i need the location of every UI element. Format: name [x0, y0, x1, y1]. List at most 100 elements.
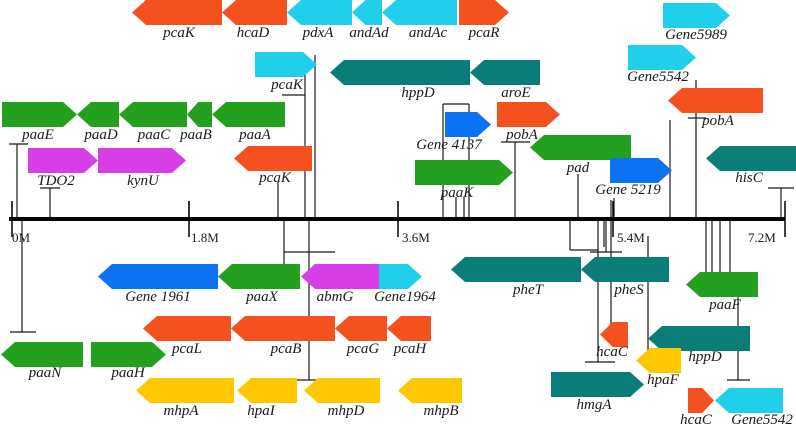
axis-tick-label: 1.8M	[191, 230, 219, 245]
connector-lines	[9, 55, 794, 381]
gene-label: paaB	[179, 127, 212, 143]
gene-label: pobA	[505, 127, 539, 143]
gene-arrow	[706, 146, 796, 171]
gene-label: andAd	[349, 25, 389, 41]
gene-label: andAc	[409, 25, 448, 41]
gene-label: Gene 1961	[125, 289, 190, 305]
gene-arrow	[98, 148, 186, 173]
gene-arrow	[287, 0, 352, 25]
axis-tick-label: 0M	[12, 230, 31, 245]
gene-label: pcaK	[258, 170, 292, 186]
gene-arrow	[352, 0, 382, 25]
gene-label: hpaI	[247, 403, 276, 419]
gene-label: pheT	[512, 282, 545, 298]
gene-label: hcaD	[237, 25, 270, 41]
gene-arrow	[231, 316, 335, 341]
gene-label: aroE	[501, 85, 530, 101]
gene-arrow	[212, 102, 285, 127]
gene-arrow	[415, 160, 513, 185]
gene-arrow	[304, 378, 380, 403]
gene-label: pcaK	[270, 77, 304, 93]
gene-arrow	[77, 102, 119, 127]
gene-label: paaE	[21, 127, 54, 143]
gene-arrow	[551, 372, 644, 397]
gene-arrow	[237, 378, 297, 403]
gene-label: paaH	[110, 365, 146, 381]
gene-label: Gene 4137	[416, 137, 483, 153]
gene-label: hppD	[688, 349, 722, 365]
gene-arrow	[636, 348, 681, 373]
gene-arrow	[451, 257, 581, 282]
gene-label: hmgA	[577, 397, 613, 413]
gene-label: Gene5542	[731, 412, 793, 428]
gene-arrow	[301, 264, 379, 289]
gene-arrow	[330, 60, 470, 85]
gene-label: pcaL	[171, 341, 202, 357]
gene-arrow	[530, 135, 631, 160]
gene-arrow	[600, 322, 628, 347]
gene-label: mhpD	[328, 403, 365, 419]
gene-label: paaF	[708, 297, 742, 313]
gene-label: pcaG	[346, 341, 380, 357]
gene-label: pobA	[701, 113, 735, 129]
axis-tick-label: 3.6M	[402, 230, 430, 245]
gene-arrow	[398, 378, 462, 403]
gene-label: Gene5989	[665, 27, 727, 43]
gene-label: pcaB	[270, 341, 302, 357]
gene-arrow	[132, 0, 222, 25]
gene-arrows	[1, 0, 796, 413]
gene-labels: pcaK hcaD pdxA andAd andAc pcaR Gene5989Gene55…	[21, 25, 793, 428]
gene-label: Gene5542	[627, 69, 689, 85]
gene-label: pdxA	[302, 25, 335, 41]
gene-label: paaX	[245, 289, 279, 305]
gene-arrow	[459, 0, 509, 25]
gene-label: paaK	[440, 185, 475, 201]
axis-tick-label: 5.4M	[617, 230, 645, 245]
gene-arrow	[379, 264, 422, 289]
gene-arrow	[255, 52, 317, 77]
axis-tick-label: 7.2M	[748, 230, 776, 245]
gene-arrow	[28, 148, 98, 173]
gene-label: Gene1964	[374, 289, 436, 305]
gene-label: paaA	[238, 127, 272, 143]
gene-arrow	[581, 257, 669, 282]
gene-arrow	[668, 88, 763, 113]
gene-label: pcaH	[393, 341, 428, 357]
gene-label: pheS	[613, 282, 644, 298]
gene-arrow	[187, 102, 212, 127]
gene-arrow	[387, 316, 431, 341]
gene-arrow	[2, 102, 77, 127]
gene-arrow	[136, 378, 234, 403]
gene-label: pcaR	[468, 25, 500, 41]
gene-arrow	[1, 342, 83, 367]
gene-label: kynU	[127, 173, 160, 189]
gene-label: hcaC	[596, 344, 629, 360]
gene-arrow	[470, 60, 540, 85]
gene-arrow	[119, 102, 187, 127]
gene-arrow	[234, 146, 312, 171]
genome-axis: 0M 1.8M 3.6M 5.4M 7.2M	[9, 201, 786, 245]
gene-arrow	[98, 264, 218, 289]
gene-arrow	[686, 272, 758, 297]
gene-arrow	[663, 3, 730, 28]
gene-arrow	[445, 112, 491, 137]
gene-label: pad	[566, 160, 590, 176]
gene-arrow	[648, 326, 750, 351]
gene-label: hisC	[735, 170, 764, 186]
gene-arrow	[610, 158, 672, 183]
gene-arrow	[91, 342, 166, 367]
gene-arrow	[143, 316, 231, 341]
gene-label: mhpA	[164, 403, 200, 419]
gene-label: paaN	[28, 365, 63, 381]
gene-label: hcaC	[680, 412, 713, 428]
gene-label: hpaF	[647, 372, 680, 388]
gene-label: Gene 5219	[595, 182, 661, 198]
gene-arrow	[497, 102, 560, 127]
gene-label: paaD	[83, 127, 118, 143]
gene-arrow	[688, 388, 714, 413]
gene-label: hppD	[401, 85, 435, 101]
gene-arrow	[335, 316, 387, 341]
gene-label: paaC	[137, 127, 172, 143]
gene-arrow	[218, 264, 300, 289]
